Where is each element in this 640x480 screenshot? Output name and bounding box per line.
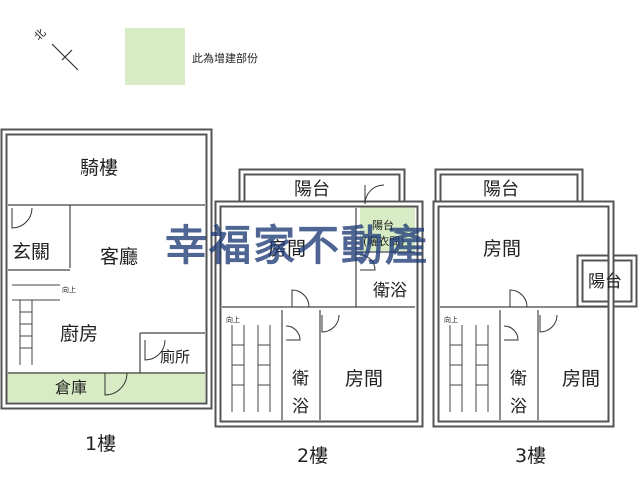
floor3-balcony-side-label: 陽台 bbox=[588, 272, 622, 292]
floor2-caption: 2樓 bbox=[297, 445, 328, 467]
north-arrow: 北 bbox=[32, 26, 79, 71]
floor1-kitchen-label: 廚房 bbox=[60, 322, 98, 345]
drying-room-addition-area bbox=[360, 205, 415, 251]
floor1-toilet-label: 廁所 bbox=[160, 348, 190, 366]
floor1-entrance-label: 玄關 bbox=[12, 241, 50, 263]
floor3-bath-label-1: 衛 bbox=[510, 369, 527, 389]
watermark-text: 幸福家不動產 bbox=[165, 221, 429, 270]
floor2-drying-label-1: 陽台 bbox=[372, 218, 394, 232]
floor2-stair-up-label: 向上 bbox=[226, 315, 240, 324]
floor2-balcony-label: 陽台 bbox=[294, 179, 330, 200]
floor1-storage-label: 倉庫 bbox=[55, 378, 87, 397]
floor2-drying-label-2: (曬衣間) bbox=[363, 234, 405, 248]
north-label: 北 bbox=[32, 26, 49, 43]
floor2-room-b-label: 房間 bbox=[345, 368, 383, 390]
floor1-stair-up-label: 向上 bbox=[62, 285, 76, 294]
floor3-room-a-label: 房間 bbox=[483, 238, 521, 260]
floor1-caption: 1樓 bbox=[85, 433, 116, 455]
addition-legend-swatch bbox=[125, 28, 185, 85]
floor-2-plan: 陽台 房間 陽台 (曬衣間) 衛浴 衛 浴 房間 向上 2樓 bbox=[214, 168, 424, 467]
floor3-caption: 3樓 bbox=[515, 445, 546, 467]
floor3-room-b-label: 房間 bbox=[562, 368, 600, 390]
addition-legend-label: 此為增建部份 bbox=[192, 51, 258, 65]
floor2-bath-lower-label-1: 衛 bbox=[292, 369, 309, 389]
floor2-room-a-label: 房間 bbox=[268, 238, 306, 260]
floor2-bath-upper-label: 衛浴 bbox=[373, 281, 407, 301]
floor3-balcony-top-label: 陽台 bbox=[483, 179, 519, 200]
floor3-stair-up-label: 向上 bbox=[444, 315, 458, 324]
floor-3-plan: 陽台 房間 陽台 衛 浴 房間 向上 3樓 bbox=[432, 168, 638, 467]
floor2-bath-lower-label-2: 浴 bbox=[292, 397, 309, 417]
floor1-living-label: 客廳 bbox=[100, 246, 138, 268]
floor1-arcade-label: 騎樓 bbox=[80, 157, 118, 179]
floor-1-plan: 騎樓 玄關 客廳 廚房 廁所 倉庫 向上 1樓 bbox=[0, 128, 213, 455]
floor3-bath-label-2: 浴 bbox=[510, 397, 527, 417]
